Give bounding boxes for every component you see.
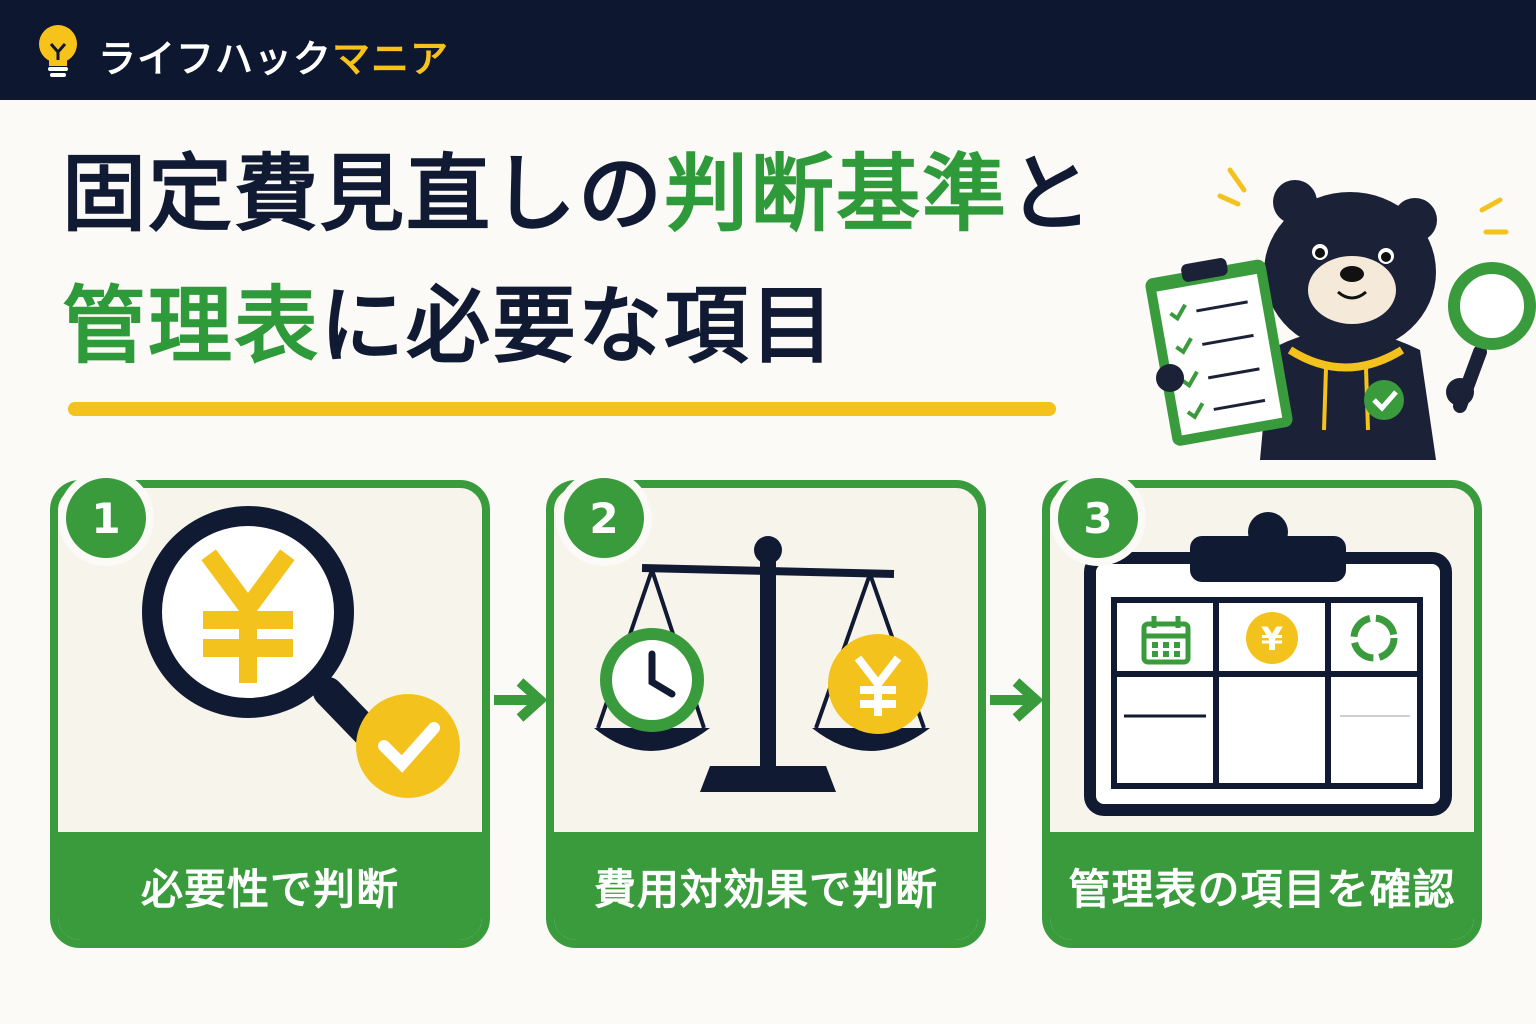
step-label: 必要性で判断 bbox=[140, 864, 399, 914]
arrow-right-icon bbox=[990, 678, 1044, 722]
headline-line-2: 管理表に必要な項目 bbox=[62, 277, 837, 375]
lightbulb-icon bbox=[39, 25, 77, 77]
clipboard-table-icon: ¥ bbox=[1084, 512, 1452, 816]
headline-line-1: 固定費見直しの判断基準と bbox=[62, 145, 1095, 243]
arrow-right-icon bbox=[494, 678, 548, 722]
step-number-badge-2: 2 bbox=[556, 470, 652, 566]
headline-underline bbox=[68, 402, 1056, 416]
bear-mascot-icon bbox=[1145, 167, 1536, 460]
site-logo[interactable]: ライフハックマニア bbox=[98, 28, 449, 83]
calendar-icon bbox=[1141, 616, 1191, 665]
step-card-3-footer: 管理表の項目を確認 bbox=[1050, 832, 1474, 940]
step-card-2-footer: 費用対効果で判断 bbox=[554, 832, 978, 940]
step-number-badge-3: 3 bbox=[1050, 470, 1146, 566]
balance-scale-clock-yen-icon bbox=[594, 536, 930, 792]
step-number-badge-1: 1 bbox=[58, 470, 154, 566]
magnifier-yen-check-icon bbox=[142, 506, 460, 798]
step-label: 管理表の項目を確認 bbox=[1068, 864, 1456, 914]
step-card-1: 必要性で判断 bbox=[50, 480, 490, 948]
step-card-1-footer: 必要性で判断 bbox=[58, 832, 482, 940]
logo-text-accent: マニア bbox=[332, 37, 450, 81]
step-label: 費用対効果で判断 bbox=[593, 864, 938, 914]
header-bar: ライフハックマニア bbox=[0, 0, 1536, 100]
svg-text:¥: ¥ bbox=[1261, 620, 1283, 658]
step-card-3: ¥ 管理表の項目を確認 bbox=[1042, 480, 1482, 948]
logo-text-main: ライフハック bbox=[98, 37, 333, 81]
